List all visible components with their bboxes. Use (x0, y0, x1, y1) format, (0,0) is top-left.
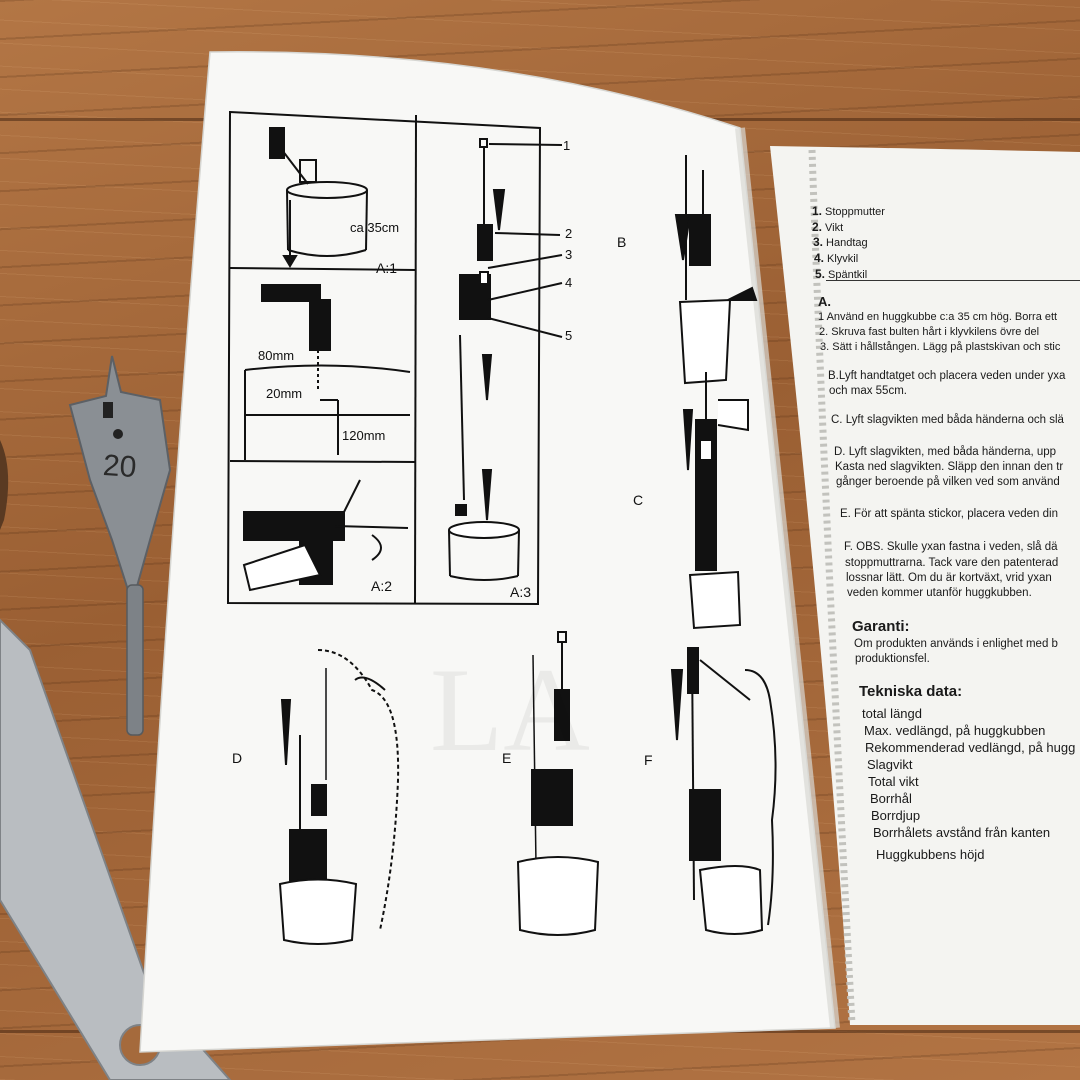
a2-drawing (244, 284, 411, 460)
section-a-step: 2. Skruva fast bulten hårt i klyvkilens … (819, 326, 1040, 338)
f-drawing (670, 647, 777, 935)
page-binding (808, 149, 856, 1025)
label-f: F (644, 752, 653, 768)
a3-drawing (448, 138, 563, 581)
d-drawing (278, 649, 400, 945)
section-e-line: E. För att spänta stickor, placera veden… (840, 508, 1058, 520)
part-5: 5.Späntkil (815, 267, 868, 281)
e-drawing (516, 631, 600, 936)
label-e: E (502, 750, 512, 766)
section-a-step: 3. Sätt i hållstången. Lägg på plastskiv… (820, 341, 1061, 353)
tech-item: Borrhålets avstånd från kanten (873, 825, 1051, 840)
section-f-line: lossnar lätt. Om du är kortväxt, vrid yx… (846, 572, 1052, 584)
label-d: D (232, 750, 243, 766)
tech-item: Rekommenderad vedlängd, på hugg (865, 740, 1076, 755)
bleed-through: LA (430, 643, 590, 776)
dark-object (0, 440, 9, 530)
tech-item: total längd (862, 706, 922, 721)
section-d-line: gånger beroende på vilken ved som använd (836, 476, 1060, 488)
section-c-line: C. Lyft slagvikten med båda händerna och… (831, 414, 1064, 426)
a1-drawing (269, 127, 368, 268)
part-2: 2.Vikt (812, 220, 844, 234)
right-page (770, 146, 1080, 1025)
callout-1: 1 (563, 138, 571, 153)
garanti-line: produktionsfel. (855, 653, 930, 665)
callout-3: 3 (565, 247, 573, 262)
panel-a-frame (226, 110, 542, 606)
section-d-line: D. Lyft slagvikten, med båda händerna, u… (834, 446, 1057, 458)
section-b-line: och max 55cm. (829, 385, 907, 397)
part-3: 3.Handtag (813, 235, 868, 249)
bit-size-label: 20 (101, 448, 138, 485)
dim-80mm: 80mm (258, 348, 295, 363)
right-page-text: 1.Stoppmutter 2.Vikt 3.Handtag 4.Klyvkil… (808, 148, 1080, 1028)
label-a2: A:2 (371, 578, 393, 594)
section-b-line: B.Lyft handtatget och placera veden unde… (828, 370, 1066, 382)
tech-heading: Tekniska data: (859, 683, 963, 700)
label-a1: A:1 (376, 260, 398, 276)
tech-item: Borrhål (870, 791, 912, 806)
section-d-line: Kasta ned slagvikten. Släpp den innan de… (835, 461, 1064, 473)
label-b: B (617, 234, 627, 250)
section-f-line: veden kommer utanför huggkubben. (847, 587, 1032, 599)
section-f-line: F. OBS. Skulle yxan fastna i veden, slå … (844, 541, 1058, 553)
callout-2: 2 (565, 226, 573, 241)
garanti-heading: Garanti: (852, 618, 910, 635)
label-c: C (633, 492, 644, 508)
b-drawing (674, 155, 758, 385)
dim-20mm: 20mm (266, 386, 303, 401)
tech-item: Slagvikt (867, 757, 913, 772)
section-a-step: 1 Använd en huggkubbe c:a 35 cm hög. Bor… (818, 311, 1058, 323)
tech-item: Huggkubbens höjd (876, 847, 985, 862)
section-a-heading: A. (818, 294, 831, 309)
spade-drill-bit (68, 355, 172, 736)
garanti-line: Om produkten används i enlighet med b (854, 638, 1058, 650)
dim-ca35cm: ca 35cm (350, 220, 400, 235)
dim-120mm: 120mm (342, 428, 386, 443)
c-drawing (682, 372, 749, 630)
tech-item: Borrdjup (871, 808, 921, 823)
callout-5: 5 (565, 328, 573, 343)
tech-item: Total vikt (868, 774, 919, 789)
tech-item: Max. vedlängd, på huggkubben (864, 723, 1046, 738)
label-a3: A:3 (510, 584, 532, 600)
callout-4: 4 (565, 275, 573, 290)
section-f-line: stoppmuttrarna. Tack vare den patenterad (845, 557, 1059, 569)
part-4: 4.Klyvkil (814, 251, 859, 265)
parts-divider (826, 280, 1080, 281)
a2-bottom-drawing (242, 479, 409, 592)
part-1: 1.Stoppmutter (812, 204, 885, 218)
